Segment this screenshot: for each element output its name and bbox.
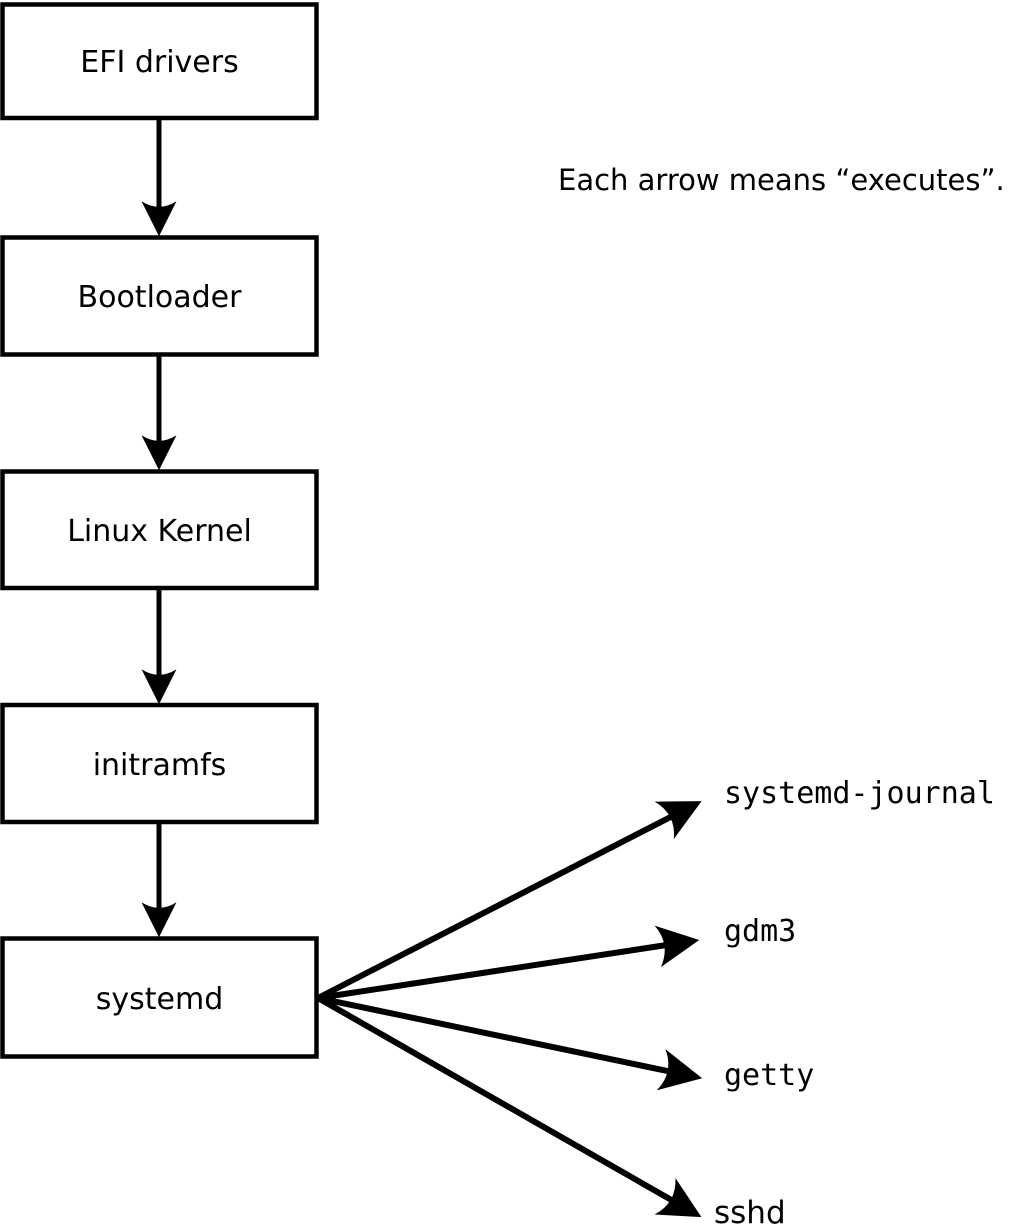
service-label-sshd: sshd [714, 1195, 786, 1230]
service-label-systemd-journal: systemd-journal [724, 776, 995, 811]
node-bootloader-box [0, 235, 319, 357]
executes-arrow-systemd-to-sshd [316, 995, 702, 1218]
executes-arrow-systemd-to-gdm3 [317, 925, 700, 1001]
node-linux-kernel-label: Linux Kernel [67, 514, 252, 549]
arrow-meaning-note: Each arrow means “executes”. [558, 163, 1005, 197]
node-initramfs-label: initramfs [93, 748, 227, 783]
node-initramfs-box [0, 702, 319, 825]
node-initramfs: initramfs [0, 702, 319, 825]
node-efi-drivers-label: EFI drivers [80, 45, 238, 80]
service-label-gdm3: gdm3 [724, 914, 796, 949]
node-efi-drivers-box [0, 2, 319, 121]
node-linux-kernel: Linux Kernel [0, 469, 319, 591]
node-systemd-label: systemd [96, 982, 224, 1017]
node-bootloader-label: Bootloader [78, 280, 243, 315]
node-efi-drivers: EFI drivers [0, 2, 319, 121]
node-linux-kernel-box [0, 469, 319, 591]
executes-arrow-systemd-to-getty [317, 995, 703, 1091]
service-label-getty: getty [724, 1058, 814, 1093]
node-bootloader: Bootloader [0, 235, 319, 357]
node-systemd-box [0, 936, 319, 1059]
node-systemd: systemd [0, 936, 319, 1059]
executes-arrow-systemd-to-systemd-journal [316, 801, 702, 1001]
